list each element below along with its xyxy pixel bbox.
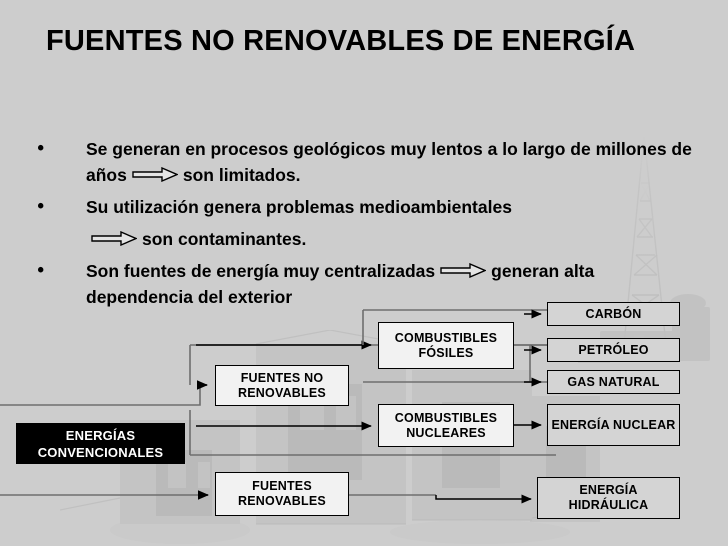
node-gas-natural[interactable]: GAS NATURAL bbox=[547, 370, 680, 394]
hollow-right-arrow-icon bbox=[91, 231, 137, 246]
bullet-marker: • bbox=[37, 260, 44, 281]
bullet-list: • Se generan en procesos geológicos muy … bbox=[0, 136, 700, 316]
node-fuentes-no-renovables[interactable]: FUENTES NO RENOVABLES bbox=[215, 365, 349, 406]
page-title: FUENTES NO RENOVABLES DE ENERGÍA bbox=[46, 25, 636, 57]
bullet-3-text-before: Son fuentes de energía muy centralizadas bbox=[86, 261, 436, 281]
bullet-2-text-after: son contaminantes. bbox=[142, 229, 307, 249]
bullet-2-continuation: son contaminantes. bbox=[0, 226, 700, 252]
hollow-right-arrow-icon bbox=[440, 263, 487, 278]
node-energias-convencionales[interactable]: ENERGÍAS CONVENCIONALES bbox=[16, 423, 185, 464]
hollow-right-arrow-icon bbox=[132, 167, 178, 182]
bullet-text-1: Se generan en procesos geológicos muy le… bbox=[44, 136, 700, 188]
bullet-item-3: • Son fuentes de energía muy centralizad… bbox=[0, 258, 700, 310]
bullet-text-2: Su utilización genera problemas medioamb… bbox=[44, 194, 700, 220]
node-combustibles-nucleares[interactable]: COMBUSTIBLES NUCLEARES bbox=[378, 404, 514, 447]
bullet-text-3: Son fuentes de energía muy centralizadas… bbox=[44, 258, 700, 310]
bullet-item-2: • Su utilización genera problemas medioa… bbox=[0, 194, 700, 220]
node-combustibles-fosiles[interactable]: COMBUSTIBLES FÓSILES bbox=[378, 322, 514, 369]
bullet-marker: • bbox=[37, 138, 44, 159]
node-petroleo[interactable]: PETRÓLEO bbox=[547, 338, 680, 362]
bullet-2-text-before: Su utilización genera problemas medioamb… bbox=[86, 197, 512, 217]
node-energia-hidraulica[interactable]: ENERGÍA HIDRÁULICA bbox=[537, 477, 680, 519]
bullet-1-text-after: son limitados. bbox=[182, 165, 301, 185]
node-energia-nuclear[interactable]: ENERGÍA NUCLEAR bbox=[547, 404, 680, 446]
bullet-3-text-after: generan alta dependencia del exterior bbox=[86, 261, 595, 307]
node-fuentes-renovables[interactable]: FUENTES RENOVABLES bbox=[215, 472, 349, 516]
node-carbon[interactable]: CARBÓN bbox=[547, 302, 680, 326]
bullet-item-1: • Se generan en procesos geológicos muy … bbox=[0, 136, 700, 188]
bullet-1-text-before: Se generan en procesos geológicos muy le… bbox=[86, 139, 692, 185]
bullet-marker: • bbox=[37, 196, 44, 217]
